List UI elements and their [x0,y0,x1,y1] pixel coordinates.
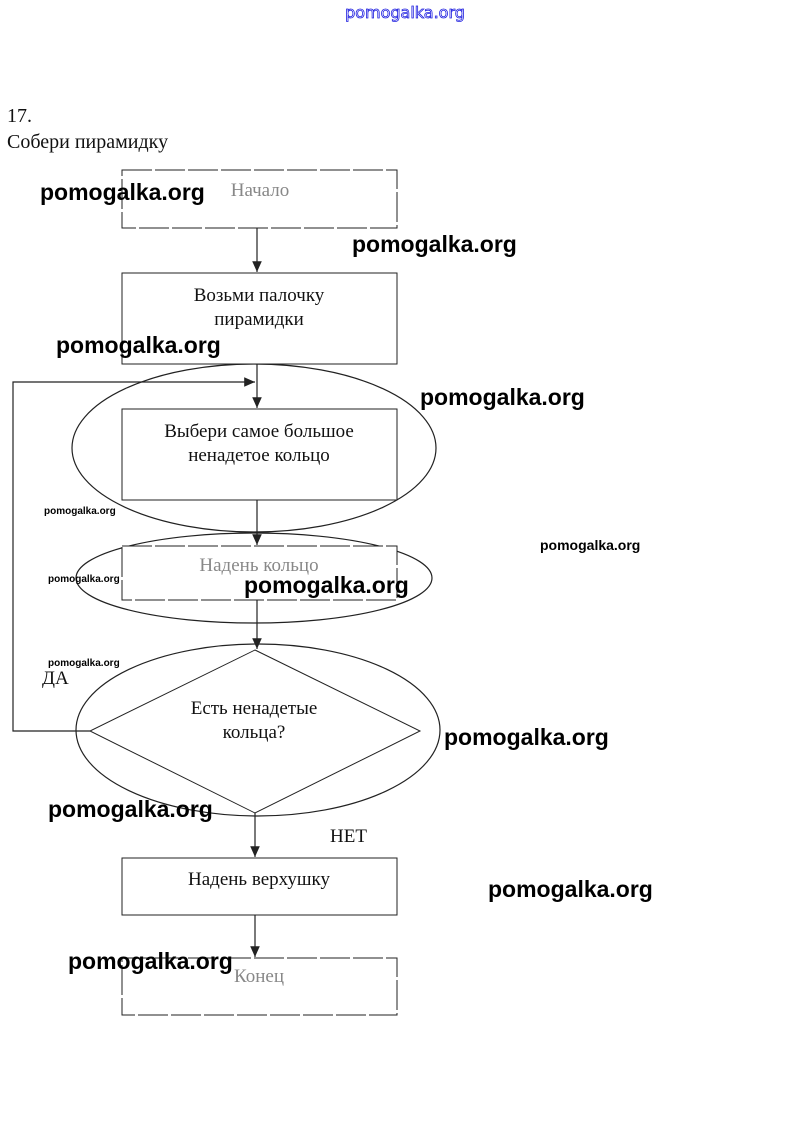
watermark: pomogalka.org [244,572,409,598]
decision-line2: кольца? [223,722,286,743]
watermark: pomogalka.org [420,384,585,410]
step-put-top-label: Надень верхушку [188,869,330,890]
step-take-stick-line1: Возьми палочку [194,285,325,306]
decision-diamond [88,649,422,814]
watermark: pomogalka.org [56,332,221,358]
yes-label: ДА [42,668,69,689]
loop-back-arrow [12,377,255,732]
end-node [121,957,398,1016]
step-choose-ring-line2: ненадетое кольцо [188,445,330,466]
step-put-ring [121,545,398,601]
loop-ellipse-2 [75,532,433,624]
start-node [121,169,398,229]
watermark: pomogalka.org [48,574,120,585]
end-label: Конец [234,966,284,987]
watermark: pomogalka.org [352,231,517,257]
watermark: pomogalka.org [540,537,640,553]
start-label: Начало [231,180,290,201]
watermark: pomogalka.org [44,506,116,517]
no-label: НЕТ [330,826,367,847]
watermark: pomogalka.org [40,179,205,205]
watermark: pomogalka.org [488,876,653,902]
step-put-ring-label: Надень кольцо [199,555,318,576]
task-number: 17. [7,105,32,127]
site-watermark: pomogalka.org [345,3,465,22]
loop-ellipse-3 [75,643,441,817]
watermark: pomogalka.org [444,724,609,750]
task-title: Собери пирамидку [7,131,168,153]
step-take-stick [121,272,398,365]
watermark: pomogalka.org [68,948,233,974]
step-put-top [121,857,398,916]
step-choose-ring-line1: Выбери самое большое [164,421,354,442]
watermark: pomogalka.org [48,658,120,669]
decision-line1: Есть ненадетые [191,698,318,719]
step-choose-ring [121,408,398,501]
watermark: pomogalka.org [48,796,213,822]
step-take-stick-line2: пирамидки [214,309,304,330]
